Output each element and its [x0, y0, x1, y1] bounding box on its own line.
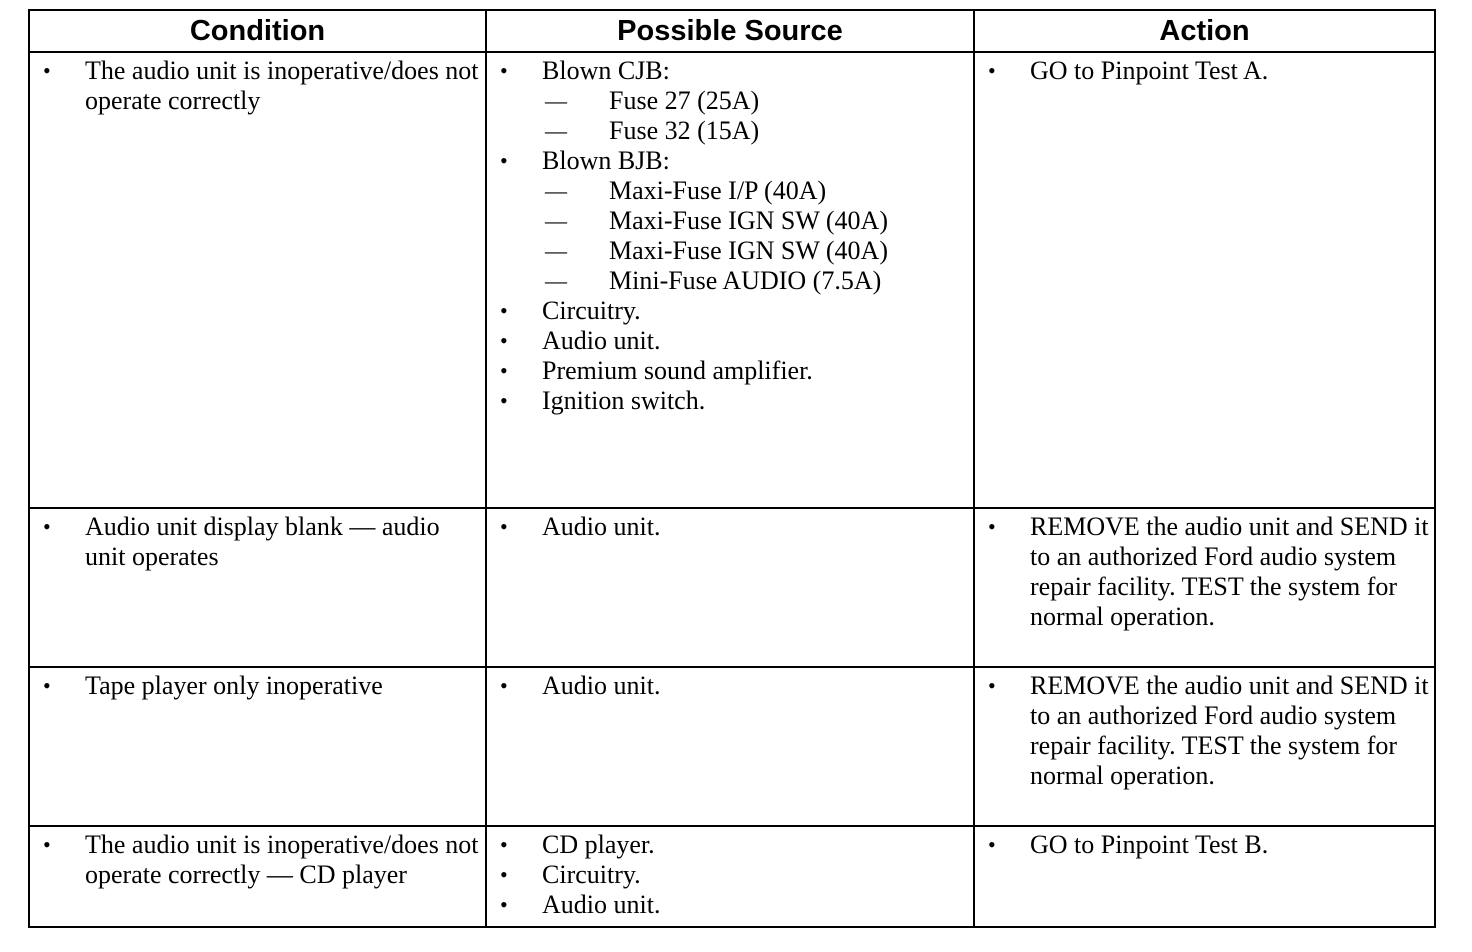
condition-cell: • The audio unit is inoperative/does not …	[28, 825, 487, 928]
source-item: • Circuitry.	[487, 296, 973, 326]
bullet-icon: •	[500, 673, 508, 698]
possible-source-cell: • CD player. • Circuitry. • Audio unit.	[485, 825, 975, 928]
condition-cell: • Tape player only inoperative	[28, 666, 487, 827]
source-item-text: Audio unit.	[542, 671, 661, 700]
dash-icon: —	[545, 88, 567, 113]
source-item-text: Blown BJB:	[542, 146, 670, 175]
source-subitem-text: Maxi-Fuse I/P (40A)	[609, 176, 827, 205]
table-row: • Audio unit display blank — audio unit o…	[28, 507, 1436, 668]
source-subitem-text: Mini-Fuse AUDIO (7.5A)	[609, 266, 882, 295]
possible-source-cell: • Audio unit.	[485, 666, 975, 827]
source-subitem: — Maxi-Fuse IGN SW (40A)	[487, 206, 973, 236]
condition-item-text: Tape player only inoperative	[85, 671, 383, 700]
diagnosis-table: Condition Possible Source Action • The au…	[28, 9, 1436, 928]
bullet-icon: •	[988, 58, 996, 83]
action-item: • REMOVE the audio unit and SEND it to an…	[975, 671, 1434, 791]
source-item: • Circuitry.	[487, 860, 973, 890]
dash-icon: —	[545, 238, 567, 263]
action-item: • GO to Pinpoint Test A.	[975, 56, 1434, 86]
bullet-icon: •	[988, 673, 996, 698]
header-possible-source: Possible Source	[485, 9, 975, 53]
source-subitem-text: Fuse 32 (15A)	[609, 116, 760, 145]
source-item: • Audio unit.	[487, 512, 973, 542]
dash-icon: —	[545, 118, 567, 143]
source-subitem-text: Maxi-Fuse IGN SW (40A)	[609, 206, 888, 235]
source-item-text: Circuitry.	[542, 860, 641, 889]
header-action: Action	[973, 9, 1436, 53]
action-item: • REMOVE the audio unit and SEND it to an…	[975, 512, 1434, 632]
action-cell: • REMOVE the audio unit and SEND it to an…	[973, 507, 1436, 668]
source-item-text: Ignition switch.	[542, 386, 706, 415]
bullet-icon: •	[500, 514, 508, 539]
source-item-text: Audio unit.	[542, 326, 661, 355]
condition-item-text: Audio unit display blank — audio unit op…	[85, 512, 440, 571]
source-subitem: — Fuse 27 (25A)	[487, 86, 973, 116]
bullet-icon: •	[500, 298, 508, 323]
source-item-text: Audio unit.	[542, 512, 661, 541]
action-cell: • REMOVE the audio unit and SEND it to an…	[973, 666, 1436, 827]
dash-icon: —	[545, 268, 567, 293]
table-row: • The audio unit is inoperative/does not …	[28, 51, 1436, 509]
action-item-text: REMOVE the audio unit and SEND it to an …	[1030, 512, 1429, 631]
bullet-icon: •	[500, 388, 508, 413]
possible-source-cell: •Blown CJB:—Fuse 27 (25A)—Fuse 32 (15A)•…	[485, 51, 975, 509]
source-item-text: Circuitry.	[542, 296, 641, 325]
condition-cell: • The audio unit is inoperative/does not …	[28, 51, 487, 509]
source-item-text: Blown CJB:	[542, 56, 670, 85]
condition-item: • Tape player only inoperative	[30, 671, 485, 701]
condition-item: • The audio unit is inoperative/does not …	[30, 830, 485, 890]
condition-item: • Audio unit display blank — audio unit o…	[30, 512, 485, 572]
source-item: • Blown BJB:	[487, 146, 973, 176]
action-item-text: GO to Pinpoint Test B.	[1030, 830, 1269, 859]
action-cell: • GO to Pinpoint Test B.	[973, 825, 1436, 928]
bullet-icon: •	[43, 832, 51, 857]
header-row: Condition Possible Source Action	[28, 9, 1436, 53]
action-cell: • GO to Pinpoint Test A.	[973, 51, 1436, 509]
bullet-icon: •	[500, 358, 508, 383]
source-item: • Audio unit.	[487, 890, 973, 920]
source-item: • Audio unit.	[487, 326, 973, 356]
action-item: • GO to Pinpoint Test B.	[975, 830, 1434, 860]
bullet-icon: •	[500, 58, 508, 83]
source-item-text: CD player.	[542, 830, 655, 859]
source-item-text: Premium sound amplifier.	[542, 356, 813, 385]
possible-source-cell: • Audio unit.	[485, 507, 975, 668]
dash-icon: —	[545, 178, 567, 203]
source-item-text: Audio unit.	[542, 890, 661, 919]
table-row: • Tape player only inoperative • Audio unit…	[28, 666, 1436, 827]
source-subitem-text: Fuse 27 (25A)	[609, 86, 760, 115]
bullet-icon: •	[500, 892, 508, 917]
bullet-icon: •	[500, 148, 508, 173]
source-item: • Ignition switch.	[487, 386, 973, 416]
condition-item-text: The audio unit is inoperative/does not o…	[85, 56, 479, 115]
bullet-icon: •	[43, 673, 51, 698]
source-subitem: — Maxi-Fuse I/P (40A)	[487, 176, 973, 206]
table-body: • The audio unit is inoperative/does not …	[28, 51, 1436, 928]
bullet-icon: •	[43, 58, 51, 83]
condition-item: • The audio unit is inoperative/does not …	[30, 56, 485, 116]
bullet-icon: •	[500, 862, 508, 887]
source-item: • Premium sound amplifier.	[487, 356, 973, 386]
bullet-icon: •	[500, 832, 508, 857]
table-row: • The audio unit is inoperative/does not …	[28, 825, 1436, 928]
header-condition: Condition	[28, 9, 487, 53]
source-subitem: — Fuse 32 (15A)	[487, 116, 973, 146]
bullet-icon: •	[43, 514, 51, 539]
bullet-icon: •	[988, 832, 996, 857]
condition-cell: • Audio unit display blank — audio unit o…	[28, 507, 487, 668]
action-item-text: REMOVE the audio unit and SEND it to an …	[1030, 671, 1429, 790]
source-item: • Audio unit.	[487, 671, 973, 701]
source-item: • CD player.	[487, 830, 973, 860]
source-item: • Blown CJB:	[487, 56, 973, 86]
bullet-icon: •	[988, 514, 996, 539]
action-item-text: GO to Pinpoint Test A.	[1030, 56, 1269, 85]
source-subitem: — Mini-Fuse AUDIO (7.5A)	[487, 266, 973, 296]
source-subitem: — Maxi-Fuse IGN SW (40A)	[487, 236, 973, 266]
source-subitem-text: Maxi-Fuse IGN SW (40A)	[609, 236, 888, 265]
condition-item-text: The audio unit is inoperative/does not o…	[85, 830, 479, 889]
bullet-icon: •	[500, 328, 508, 353]
dash-icon: —	[545, 208, 567, 233]
